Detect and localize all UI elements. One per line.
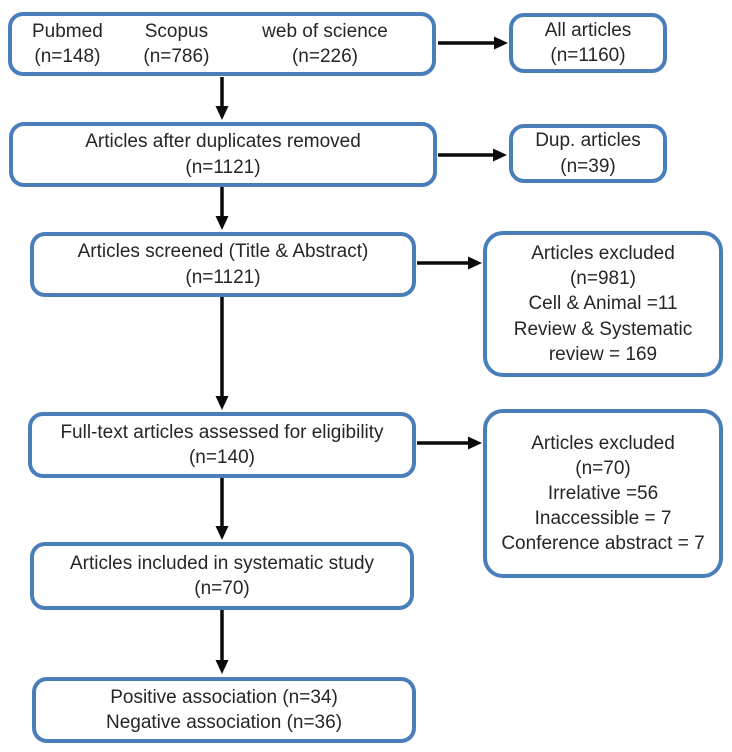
box-count: (n=1160) xyxy=(550,45,626,66)
source-web-of-science: web of science (n=226) xyxy=(250,19,400,69)
arrow-fulltext-to-excluded xyxy=(417,436,482,450)
box-screened: Articles screened (Title & Abstract) (n=… xyxy=(30,232,416,297)
source-count: (n=786) xyxy=(143,46,210,67)
excluded-reason: Irrelative =56 xyxy=(547,482,659,504)
box-count: (n=70) xyxy=(194,578,250,599)
excluded-title: Articles excluded xyxy=(531,432,675,454)
box-dup-articles: Dup. articles (n=39) xyxy=(509,124,667,183)
association-positive: Positive association (n=34) xyxy=(110,686,338,708)
excluded-count: (n=70) xyxy=(575,457,631,479)
box-count: (n=1121) xyxy=(185,266,261,288)
arrow-fulltext-to-included xyxy=(215,478,229,540)
source-label: web of science xyxy=(262,20,388,42)
box-title: Articles after duplicates removed xyxy=(85,131,361,153)
box-fulltext-assessed: Full-text articles assessed for eligibil… xyxy=(28,412,416,478)
box-title: Articles screened (Title & Abstract) xyxy=(77,241,369,263)
source-scopus: Scopus (n=786) xyxy=(143,19,209,69)
excluded-reason: Review & Systematic review = 169 xyxy=(513,318,693,365)
box-excluded-screening: Articles excluded (n=981) Cell & Animal … xyxy=(483,231,723,377)
arrow-duplicates-to-dup-articles xyxy=(438,148,507,162)
box-database-sources: Pubmed (n=148) Scopus (n=786) web of sci… xyxy=(8,12,436,76)
box-associations: Positive association (n=34) Negative ass… xyxy=(32,677,416,743)
source-label: Pubmed xyxy=(32,20,103,42)
source-count: (n=226) xyxy=(291,46,359,67)
box-title: Full-text articles assessed for eligibil… xyxy=(60,421,384,443)
arrow-duplicates-to-screened xyxy=(215,187,229,230)
box-all-articles: All articles (n=1160) xyxy=(509,13,667,73)
box-title: All articles xyxy=(544,19,632,41)
association-negative: Negative association (n=36) xyxy=(105,712,343,733)
arrow-included-to-associations xyxy=(215,610,229,674)
box-count: (n=39) xyxy=(560,155,616,177)
arrow-screened-to-excluded xyxy=(417,256,482,270)
box-included: Articles included in systematic study (n… xyxy=(30,542,414,610)
source-label: Scopus xyxy=(144,20,209,42)
arrow-sources-to-duplicates xyxy=(215,77,229,120)
box-title: Dup. articles xyxy=(535,130,641,152)
box-count: (n=140) xyxy=(188,447,256,468)
source-pubmed: Pubmed (n=148) xyxy=(32,19,103,69)
box-count: (n=1121) xyxy=(185,156,261,178)
excluded-reason: Conference abstract = 7 xyxy=(501,533,705,555)
source-count: (n=148) xyxy=(34,46,101,67)
arrow-sources-to-all-articles xyxy=(438,36,508,50)
excluded-reason: Inaccessible = 7 xyxy=(534,508,672,530)
excluded-count: (n=981) xyxy=(569,268,637,290)
arrow-screened-to-fulltext xyxy=(215,297,229,410)
excluded-title: Articles excluded xyxy=(531,243,675,265)
box-title: Articles included in systematic study xyxy=(69,552,375,574)
box-duplicates-removed: Articles after duplicates removed (n=112… xyxy=(9,122,437,187)
excluded-reason: Cell & Animal =11 xyxy=(528,293,678,315)
box-excluded-fulltext: Articles excluded (n=70) Irrelative =56 … xyxy=(483,409,723,578)
